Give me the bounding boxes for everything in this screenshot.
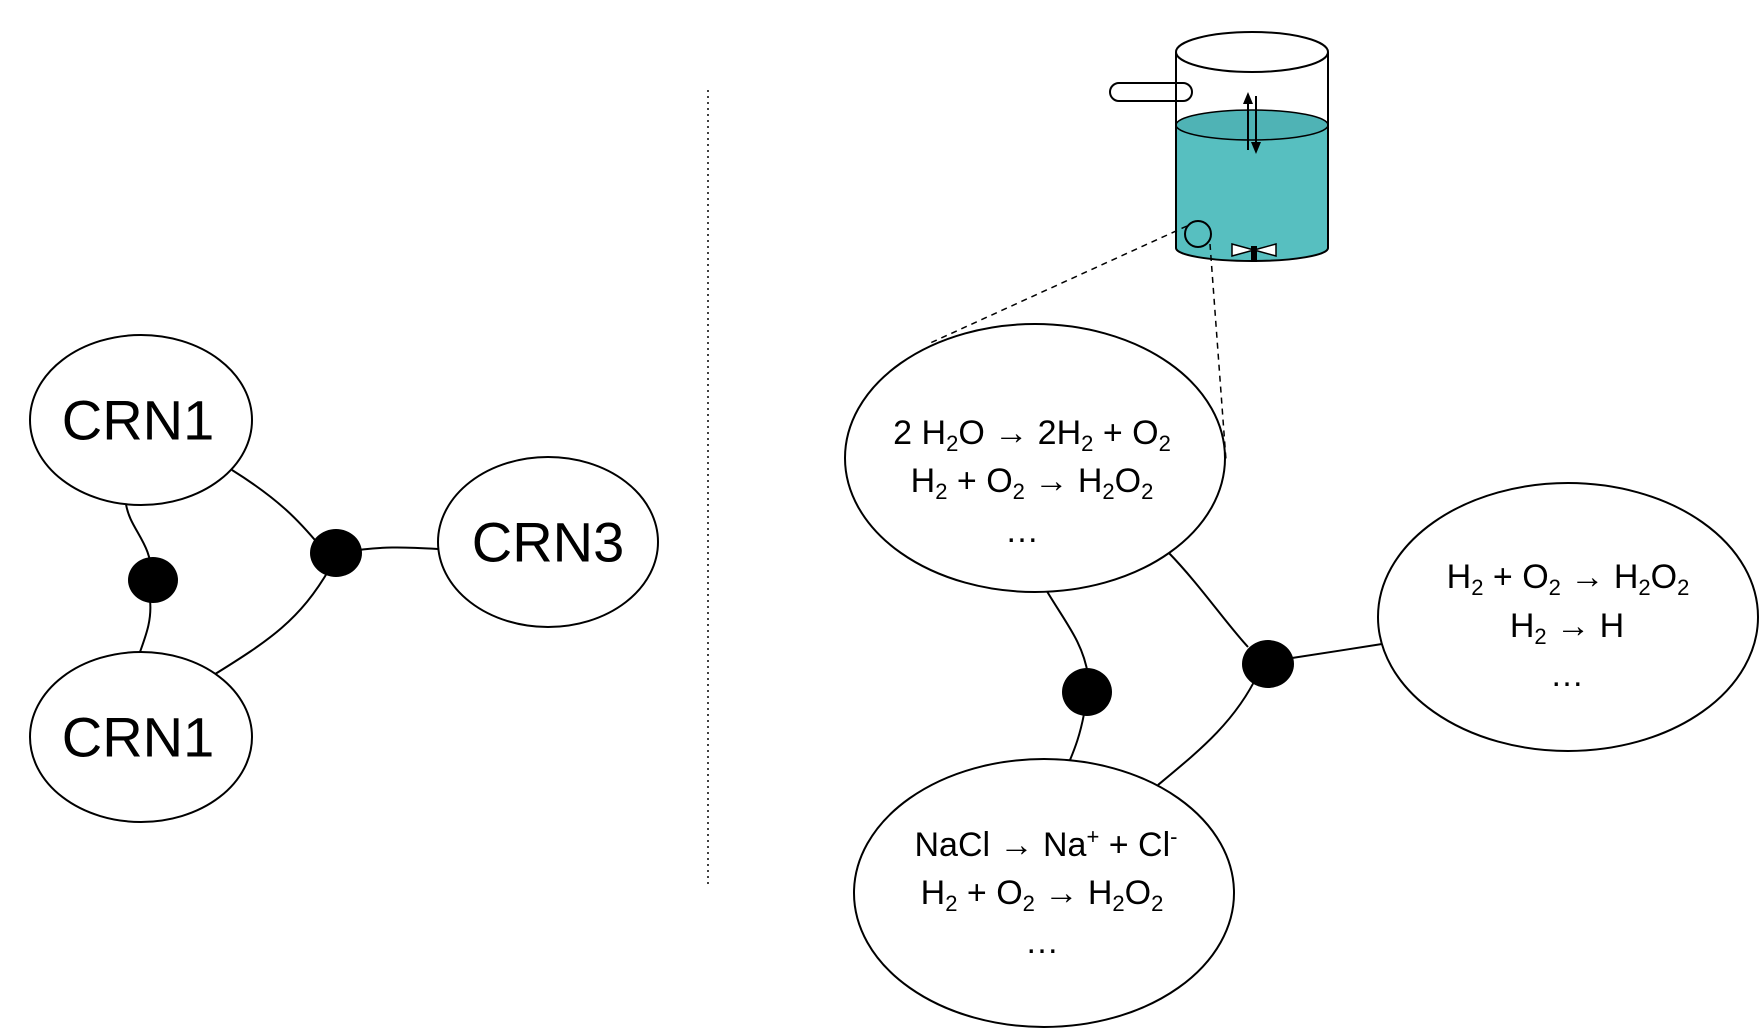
edge-top-to-junction-d [1167, 551, 1249, 648]
reaction-line: 2 H2​O → 2H2​ + O2​ [893, 414, 1171, 456]
zoom-region-circle [1184, 220, 1212, 248]
node-crn3: CRN3 [437, 456, 659, 628]
junction-dot [1242, 640, 1294, 688]
reaction-line: … [1025, 923, 1059, 961]
zoom-projection-line [1209, 243, 1227, 461]
left-network: CRN1 CRN1 CRN3 [29, 334, 659, 823]
reaction-line: NaCl → Na+​ + Cl-​ [915, 824, 1178, 864]
node-reactions-bottom: NaCl → Na+​ + Cl-​ H2​ + O2​ → H2​O2​ … [853, 758, 1235, 1028]
junction-dot [128, 557, 178, 603]
inlet-pipe-icon [1109, 82, 1193, 102]
edge-top-to-junction-c [1044, 587, 1089, 676]
reaction-line: H2​ + O2​ → H2​O2​ [921, 874, 1164, 916]
edge-junction-d-to-bottom [1157, 673, 1259, 786]
node-label: CRN3 [472, 511, 624, 574]
junction-dot [1062, 668, 1112, 716]
node-label: CRN1 [62, 706, 214, 769]
zoom-projection-line [927, 225, 1188, 345]
liquid-surface [1175, 109, 1329, 141]
edge-junction-d-to-right [1291, 643, 1383, 659]
node-label: CRN1 [62, 389, 214, 452]
reaction-line: H2​ + O2​ → H2​O2​ [911, 462, 1154, 504]
reaction-line: H2​ → H [1510, 607, 1624, 649]
edge-junction-b-to-crn1-bottom [211, 567, 331, 677]
edge-junction-c-to-bottom [1069, 713, 1085, 761]
edge-junction-a-to-crn1-bottom [139, 599, 152, 653]
stirrer-icon [1231, 243, 1277, 262]
reaction-line: H2​ + O2​ → H2​O2​ [1447, 558, 1690, 600]
node-crn1-top: CRN1 [29, 334, 253, 506]
junction-dot [310, 529, 362, 577]
double-arrow-icon [1243, 92, 1261, 154]
reaction-line: … [1550, 656, 1584, 694]
node-crn1-bottom: CRN1 [29, 651, 253, 823]
edge-crn1-top-to-junction-b [231, 469, 321, 547]
reactor-tank-icon [1109, 31, 1329, 262]
liquid-fill [1176, 125, 1328, 261]
right-network: 2 H2​O → 2H2​ + O2​ H2​ + O2​ → H2​O2​ …… [844, 323, 1759, 1028]
node-reactions-right: H2​ + O2​ → H2​O2​ H2​ → H … [1377, 482, 1759, 752]
reaction-line: … [1005, 512, 1039, 550]
node-reactions-top: 2 H2​O → 2H2​ + O2​ H2​ + O2​ → H2​O2​ … [844, 323, 1226, 593]
